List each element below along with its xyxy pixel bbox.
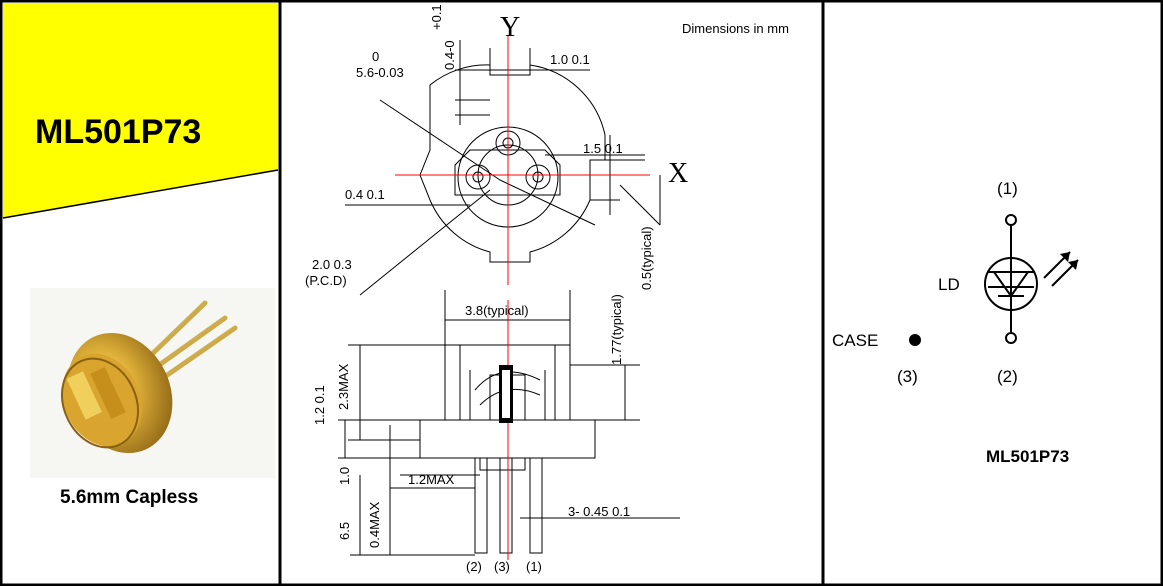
dim-half-typical: 0.5(typical)	[639, 226, 654, 290]
dim-1-0-lead: 1.0	[337, 466, 352, 485]
dimension-drawing	[338, 35, 680, 560]
schematic-pin1-label: (1)	[997, 179, 1018, 198]
dim-1-2max: 1.2MAX	[408, 472, 455, 487]
package-caption: 5.6mm Capless	[60, 487, 199, 508]
pin-label-1: (1)	[526, 559, 542, 574]
dim-top-tol-zero: 0.4-0	[442, 40, 457, 70]
dim-2-3max: 2.3MAX	[336, 363, 351, 410]
dim-0-4: 0.4 0.1	[345, 187, 385, 202]
dim-diameter: 5.6-0.03	[356, 65, 404, 80]
pin-label-3: (3)	[494, 559, 510, 574]
schematic-case-label: CASE	[832, 331, 879, 350]
dim-top-tol-plus: +0.1	[429, 4, 444, 30]
emission-arrow-1	[1060, 252, 1070, 262]
dim-diameter-zero: 0	[372, 49, 380, 64]
dim-width-typical: 3.8(typical)	[465, 303, 529, 318]
dim-1-5: 1.5 0.1	[583, 141, 623, 156]
schematic-pin3-label: (3)	[897, 367, 918, 386]
dim-height-typical: 1.77(typical)	[609, 294, 624, 365]
dim-1-2: 1.2 0.1	[312, 385, 327, 425]
part-number-title: ML501P73	[35, 113, 202, 151]
top-view-outline	[419, 64, 606, 263]
dim-0-4max: 0.4MAX	[367, 501, 382, 548]
title-banner	[3, 3, 278, 218]
pin-label-2: (2)	[466, 559, 482, 574]
dim-pcd-value: 2.0 0.3	[312, 257, 352, 272]
emission-arrow-2	[1068, 260, 1078, 270]
dim-1-0: 1.0 0.1	[550, 52, 590, 67]
axis-y-label: Y	[500, 12, 521, 43]
dim-pin-diameter: 3- 0.45 0.1	[568, 504, 631, 519]
axis-x-label: X	[668, 158, 689, 189]
units-note: Dimensions in mm	[682, 21, 789, 36]
case-dot	[909, 334, 921, 346]
ld-schematic	[909, 214, 1079, 346]
dim-6-5: 6.5	[337, 521, 352, 540]
ld-symbol-circle	[984, 257, 1038, 311]
schematic-ld-label: LD	[938, 275, 960, 294]
schematic-part-number: ML501P73	[986, 447, 1070, 466]
schematic-pin2-label: (2)	[997, 367, 1018, 386]
laser-diode-photo	[30, 288, 275, 478]
dim-pcd-label: (P.C.D)	[305, 273, 347, 288]
